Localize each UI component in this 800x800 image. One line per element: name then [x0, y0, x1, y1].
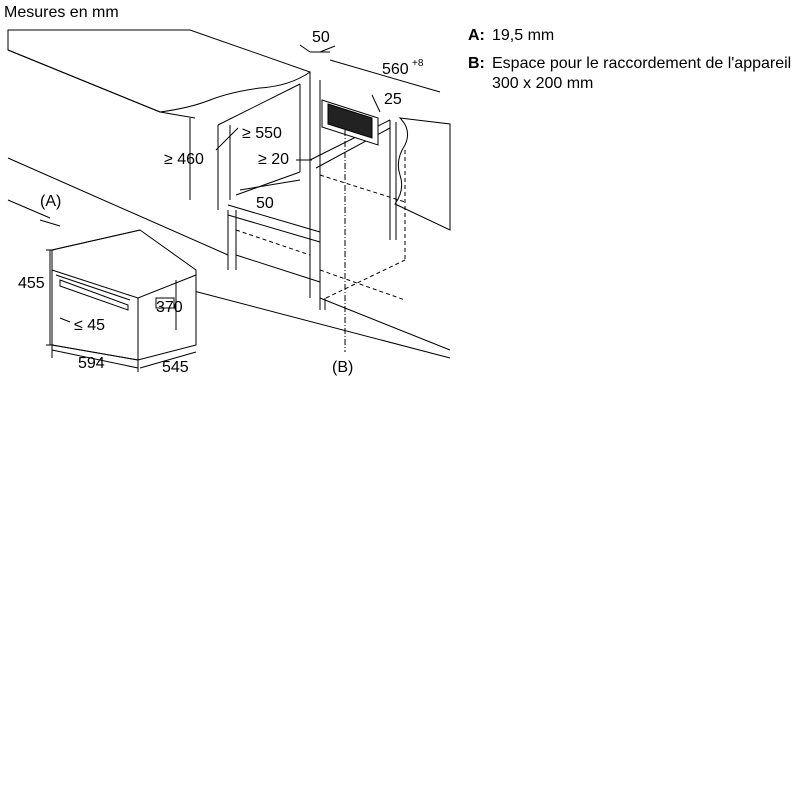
legend-text-b: Espace pour le raccordement de l'apparei…: [492, 55, 792, 92]
callout-a: (A): [40, 193, 61, 210]
callout-b: (B): [332, 359, 353, 376]
worktop-left: [7, 29, 312, 119]
floor-lines: [7, 157, 451, 359]
dim-594: 594: [78, 355, 105, 372]
dim-50-bottom: 50: [256, 195, 274, 212]
units-label: Mesures en mm: [4, 4, 119, 21]
worktop-right: [394, 117, 451, 231]
dim-550: ≥ 550: [242, 125, 282, 142]
dim-545: 545: [162, 359, 189, 376]
connection-cutout: [321, 99, 379, 146]
legend-text-a: 19,5 mm: [492, 27, 555, 44]
appliance: [51, 229, 197, 361]
dim-20: ≥ 20: [258, 151, 289, 168]
dim-560: 560: [382, 61, 409, 78]
legend-key-b: B:: [468, 55, 485, 72]
dim-45: ≤ 45: [74, 317, 105, 334]
dimension-lines-top: [189, 44, 441, 200]
legend-item-a: A: 19,5 mm: [468, 26, 794, 46]
cabinet-niche: [189, 72, 397, 310]
dim-370: 370: [156, 299, 183, 316]
dim-460: ≥ 460: [164, 151, 204, 168]
hidden-lines: [235, 150, 406, 301]
dim-25: 25: [384, 91, 402, 108]
legend: A: 19,5 mm B: Espace pour le raccordemen…: [468, 26, 794, 102]
dim-455: 455: [18, 275, 45, 292]
dim-560-superscript: +8: [412, 58, 424, 69]
legend-key-a: A:: [468, 27, 485, 44]
legend-item-b: B: Espace pour le raccordement de l'appa…: [468, 54, 794, 94]
dimension-lines-appliance: [39, 219, 197, 372]
dim-50-top: 50: [312, 29, 330, 46]
